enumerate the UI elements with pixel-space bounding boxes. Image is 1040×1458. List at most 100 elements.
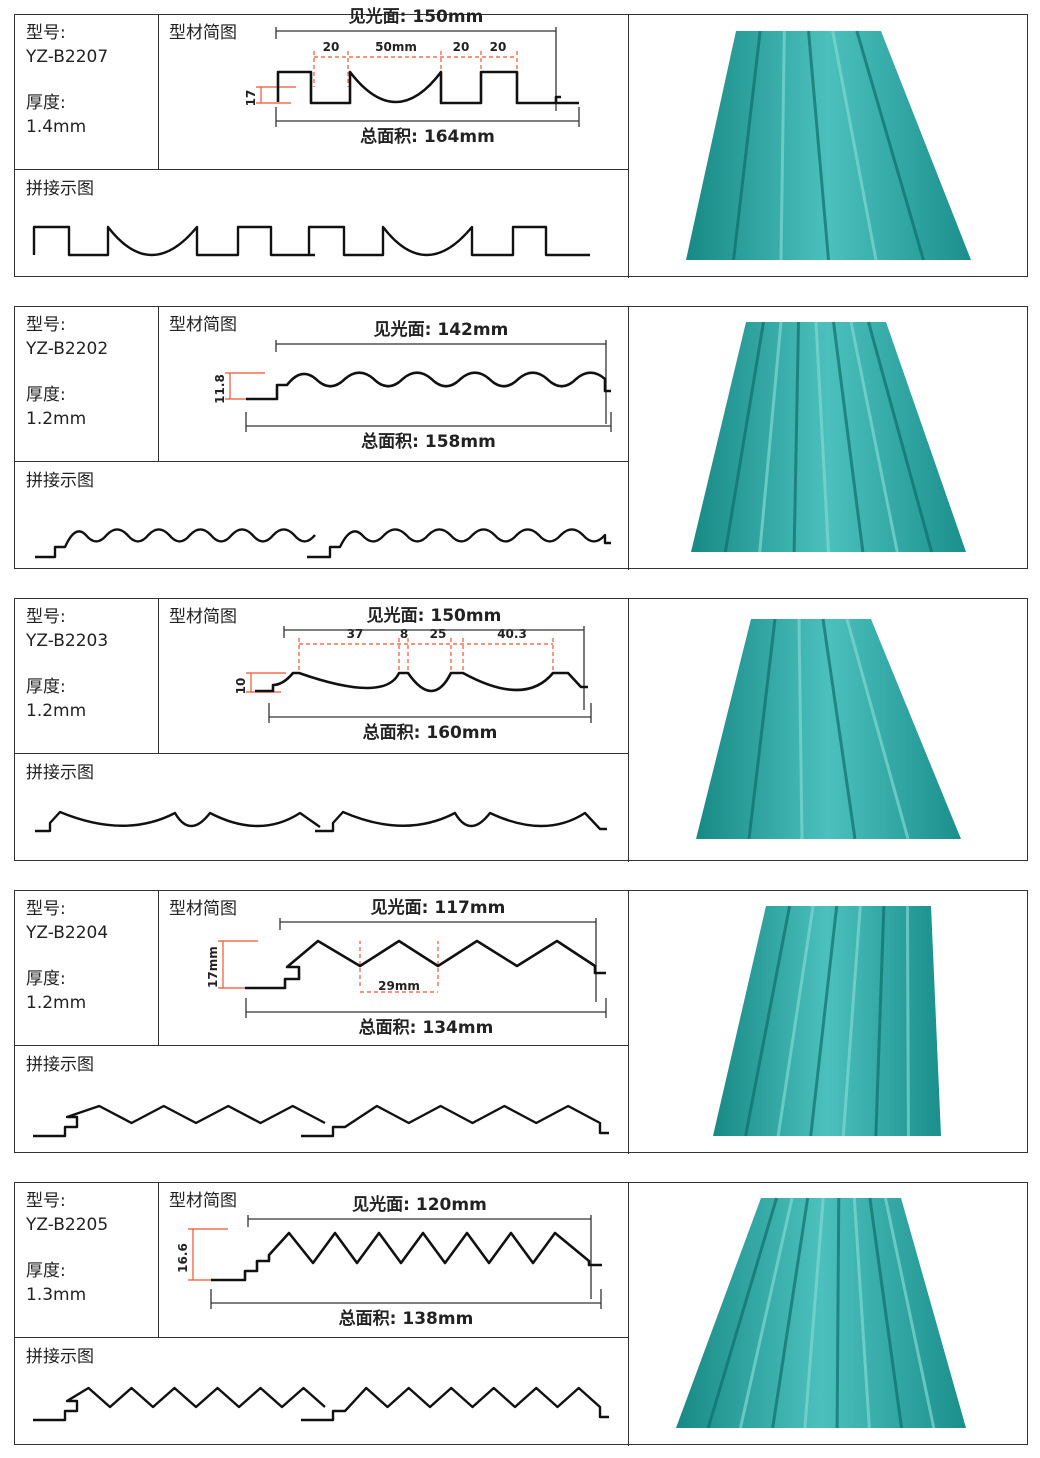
segment-dim-line xyxy=(359,941,439,993)
model-label: 型号: xyxy=(26,23,66,43)
divider xyxy=(158,891,159,1045)
divider xyxy=(158,307,159,461)
height-dim-line xyxy=(225,372,265,400)
model-label: 型号: xyxy=(26,607,66,627)
divider xyxy=(15,461,628,462)
thickness-value: 1.4mm xyxy=(26,117,87,137)
segment-dim: 29mm xyxy=(378,979,420,993)
divider xyxy=(158,599,159,753)
thickness-label: 厚度: xyxy=(26,969,66,989)
visible-width-label: 见光面: 150mm xyxy=(366,606,502,626)
diagram-label: 型材简图 xyxy=(169,315,237,335)
divider xyxy=(15,1045,628,1046)
splice-label: 拼接示图 xyxy=(26,471,94,491)
segment-dim: 20 xyxy=(452,40,470,54)
divider xyxy=(15,1337,628,1338)
profile-shape xyxy=(276,70,579,105)
segment-dim-line xyxy=(298,638,554,673)
thickness-label: 厚度: xyxy=(26,677,66,697)
product-section: 型号: YZ-B2204 厚度: 1.2mm 型材简图拼接示图 见光面: 117mm 总面积… xyxy=(14,890,1028,1154)
segment-dim-line xyxy=(313,51,518,87)
model-value: YZ-B2207 xyxy=(26,47,109,67)
thickness-value: 1.3mm xyxy=(26,1285,87,1305)
divider xyxy=(628,891,629,1154)
product-photo xyxy=(686,30,971,261)
total-width-line xyxy=(275,107,580,127)
visible-width-label: 见光面: 142mm xyxy=(373,320,509,340)
model-value: YZ-B2204 xyxy=(26,923,109,943)
splice-diagram xyxy=(32,225,590,257)
profile-shape xyxy=(211,1231,602,1282)
splice-label: 拼接示图 xyxy=(26,1055,94,1075)
product-section: 型号: YZ-B2202 厚度: 1.2mm 型材简图拼接示图 见光面: 142mm 总面积… xyxy=(14,306,1028,570)
product-photo xyxy=(676,1197,966,1429)
visible-width-line xyxy=(275,27,557,111)
total-width-label: 总面积: 134mm xyxy=(358,1018,494,1038)
divider xyxy=(628,599,629,862)
splice-label: 拼接示图 xyxy=(26,179,94,199)
divider xyxy=(628,1183,629,1446)
divider xyxy=(628,15,629,278)
total-width-label: 总面积: 138mm xyxy=(338,1309,474,1329)
splice-diagram xyxy=(33,1386,609,1422)
divider xyxy=(628,307,629,570)
visible-width-line xyxy=(275,340,607,424)
visible-width-label: 见光面: 150mm xyxy=(348,7,484,27)
product-photo xyxy=(691,321,966,553)
total-width-line xyxy=(245,412,612,432)
height-dim-line xyxy=(188,1228,228,1281)
height-dim-line xyxy=(256,86,296,104)
divider xyxy=(15,169,628,170)
profile-drawing xyxy=(33,905,941,1138)
diagram-label: 型材简图 xyxy=(169,23,237,43)
segment-dim: 50mm xyxy=(375,40,417,54)
model-value: YZ-B2202 xyxy=(26,339,109,359)
diagram-label: 型材简图 xyxy=(169,607,237,627)
thickness-label: 厚度: xyxy=(26,93,66,113)
thickness-label: 厚度: xyxy=(26,1261,66,1281)
total-width-line xyxy=(268,703,592,723)
model-label: 型号: xyxy=(26,315,66,335)
splice-diagram xyxy=(35,810,607,833)
model-label: 型号: xyxy=(26,899,66,919)
segment-dim: 20 xyxy=(322,40,340,54)
visible-width-label: 见光面: 120mm xyxy=(352,1195,487,1215)
diagram-label: 型材简图 xyxy=(169,899,237,919)
splice-diagram xyxy=(35,528,611,559)
divider xyxy=(158,15,159,169)
profile-shape xyxy=(246,371,611,401)
thickness-value: 1.2mm xyxy=(26,993,87,1013)
segment-dim: 8 xyxy=(399,627,409,641)
model-value: YZ-B2205 xyxy=(26,1215,109,1235)
profile-drawing xyxy=(33,1197,966,1429)
profile-drawing xyxy=(32,27,971,261)
model-label: 型号: xyxy=(26,1191,66,1211)
total-width-label: 总面积: 160mm xyxy=(362,723,498,743)
height-dim-line xyxy=(218,940,258,989)
diagram-label: 型材简图 xyxy=(169,1191,237,1211)
divider xyxy=(158,1183,159,1337)
splice-label: 拼接示图 xyxy=(26,763,94,783)
thickness-label: 厚度: xyxy=(26,385,66,405)
product-photo xyxy=(713,905,941,1137)
product-photo xyxy=(696,618,961,840)
total-width-label: 总面积: 164mm xyxy=(360,127,495,147)
profile-shape xyxy=(255,671,588,693)
profile-drawing xyxy=(35,618,961,840)
profile-shape xyxy=(245,939,606,990)
thickness-value: 1.2mm xyxy=(26,409,87,429)
visible-width-line xyxy=(247,1215,592,1299)
product-section: 型号: YZ-B2207 厚度: 1.4mm 型材简图拼接示图 见光面: 150mm 总面积… xyxy=(14,7,1028,278)
splice-diagram xyxy=(33,1104,609,1138)
total-width-line xyxy=(245,998,607,1018)
visible-width-line xyxy=(283,626,585,710)
profile-drawing xyxy=(35,321,966,559)
visible-width-line xyxy=(279,918,597,1002)
visible-width-label: 见光面: 117mm xyxy=(370,898,506,918)
segment-dim: 20 xyxy=(489,40,507,54)
model-value: YZ-B2203 xyxy=(26,631,109,651)
total-width-label: 总面积: 158mm xyxy=(361,432,496,452)
